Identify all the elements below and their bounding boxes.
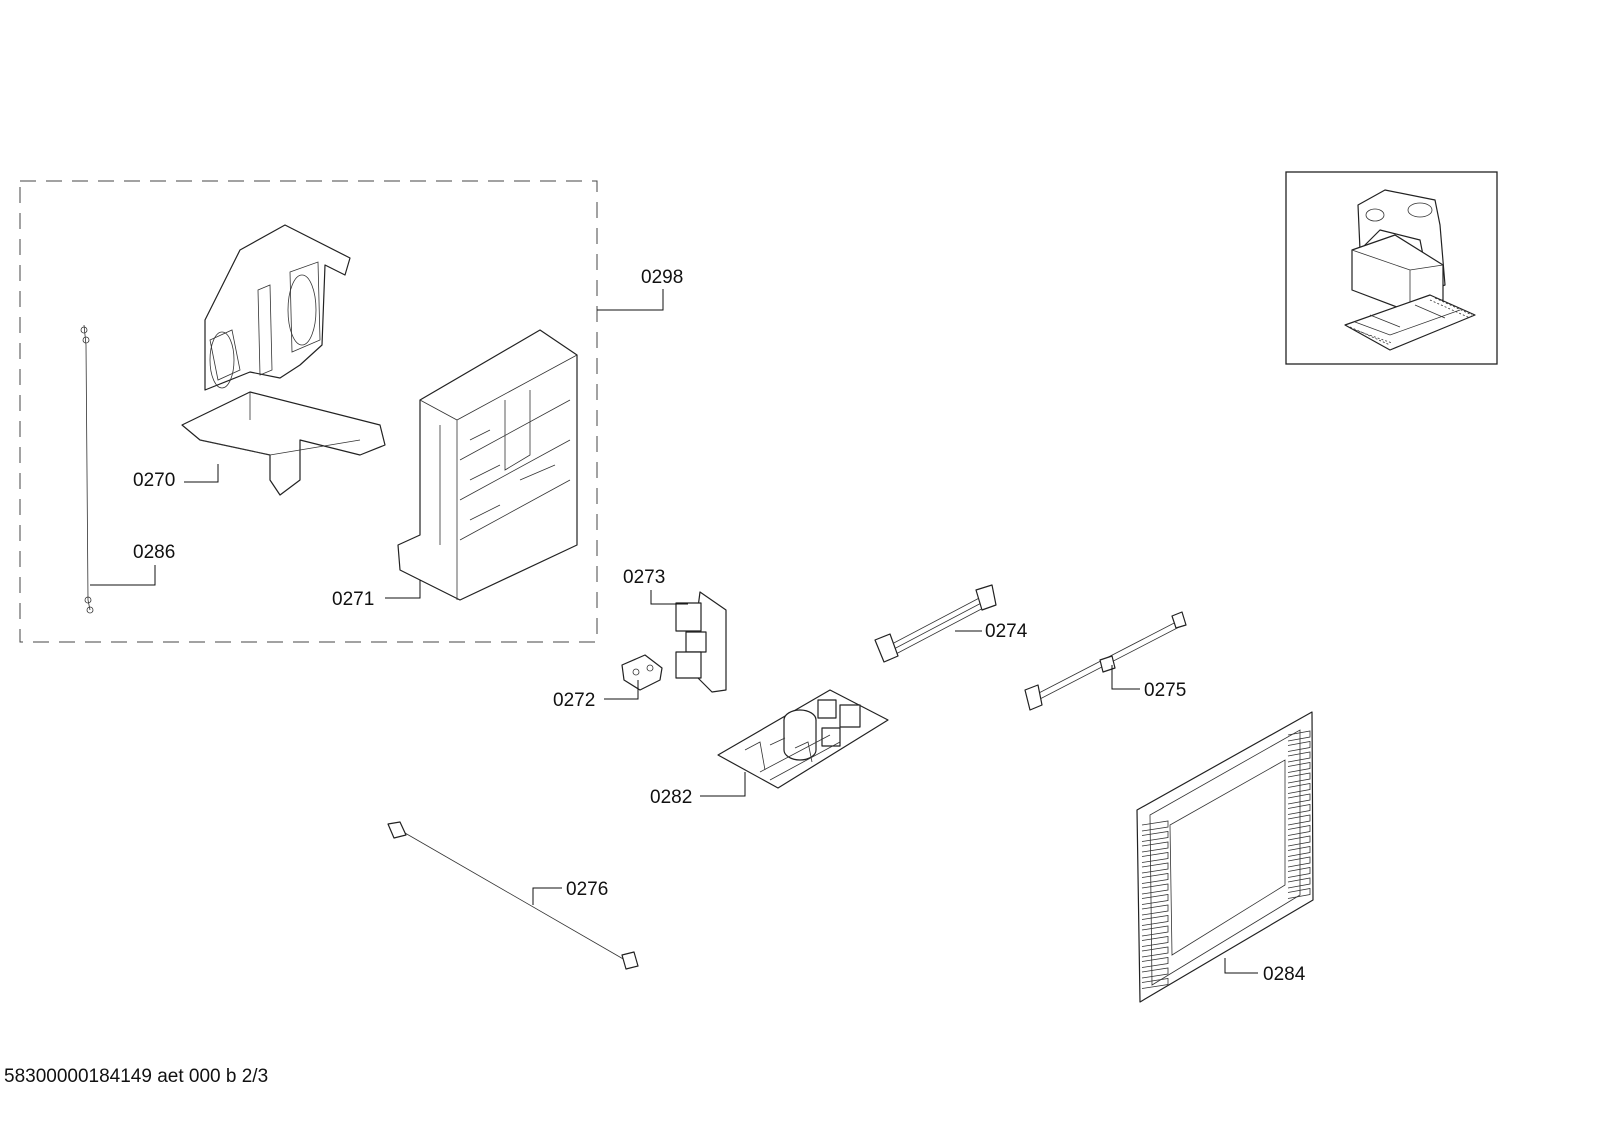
callout-0284: 0284 <box>1263 964 1306 985</box>
part-0273-board <box>675 591 727 693</box>
callout-0271: 0271 <box>332 589 374 610</box>
grille-slat <box>1287 751 1311 763</box>
part-0276-wire <box>387 821 639 970</box>
grille-slat <box>1141 820 1169 832</box>
grille-slat <box>1287 793 1311 805</box>
grille-slat <box>1141 873 1169 884</box>
part-0270-bracket <box>181 224 386 496</box>
callout-0282: 0282 <box>650 787 692 808</box>
grille-slat <box>1141 967 1169 979</box>
grille-slat <box>1287 741 1311 752</box>
grille-slat <box>1287 835 1311 847</box>
grille-slat <box>1141 915 1169 926</box>
part-0282-pcb <box>717 689 889 789</box>
grille-slat <box>1287 804 1311 815</box>
grille-slat <box>1141 894 1169 905</box>
callout-0270: 0270 <box>133 470 175 491</box>
grille-slat <box>1287 772 1311 784</box>
grille-slat <box>1141 957 1169 968</box>
callout-0274: 0274 <box>985 621 1028 642</box>
grille-slat <box>1141 978 1169 989</box>
grille-slat <box>1287 867 1311 878</box>
callout-0273: 0273 <box>623 567 665 588</box>
part-0275-cable <box>1024 611 1187 711</box>
grille-slat <box>1141 862 1169 874</box>
leader-lines <box>90 289 1258 974</box>
grille-slat <box>1141 946 1169 958</box>
grille-slat <box>1141 936 1169 947</box>
callout-0275: 0275 <box>1144 680 1186 701</box>
part-0274-cable <box>874 584 997 663</box>
grille-slat <box>1287 783 1311 794</box>
grille-slat <box>1141 831 1169 842</box>
grille-slat <box>1141 904 1169 916</box>
part-0272-clip <box>621 654 663 691</box>
grille-slat <box>1287 814 1311 826</box>
grille-slat <box>1287 825 1311 836</box>
part-0286-wire <box>80 324 94 614</box>
grille-slat <box>1287 877 1311 889</box>
grille-slat <box>1141 883 1169 895</box>
callout-0276: 0276 <box>566 879 608 900</box>
callout-0298: 0298 <box>641 267 683 288</box>
grille-slat <box>1287 846 1311 857</box>
callout-0272: 0272 <box>553 690 595 711</box>
grille-slat <box>1141 852 1169 863</box>
overview-inset <box>1285 171 1498 365</box>
grille-slat <box>1287 856 1311 868</box>
grille-slat <box>1287 730 1311 742</box>
grille-slat <box>1141 841 1169 853</box>
document-id: 58300000184149 aet 000 b 2/3 <box>4 1066 269 1087</box>
callout-0286: 0286 <box>133 542 175 563</box>
grille-slat <box>1287 888 1311 899</box>
assembly-group-box <box>19 180 598 643</box>
grille-slat <box>1141 925 1169 937</box>
grille-slat <box>1287 762 1311 773</box>
part-0271-frame <box>397 329 578 601</box>
part-0284-grille <box>1136 711 1314 1003</box>
